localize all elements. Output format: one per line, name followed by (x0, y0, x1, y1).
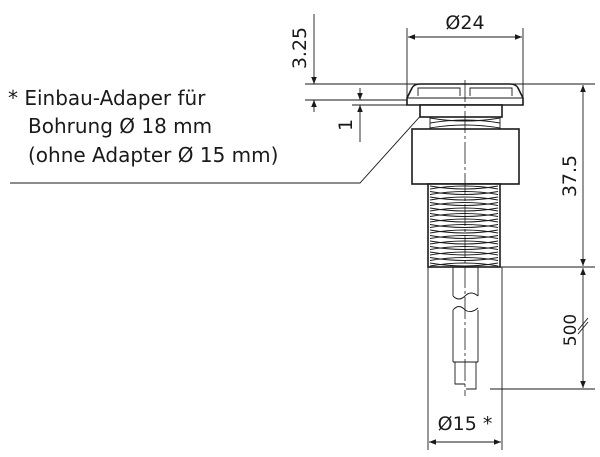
thread (427, 183, 501, 268)
dim-cap-height: 3.25 (289, 27, 311, 69)
dim-body-length: 37.5 (559, 155, 581, 197)
break-mark (577, 321, 589, 335)
dim-cable-length: 500 (561, 314, 581, 346)
thread-lines (429, 185, 499, 267)
cable (452, 267, 479, 390)
dim-cap-diameter: Ø24 (445, 12, 484, 34)
adapter-ring (419, 104, 503, 118)
note-line-2: Bohrung Ø 18 mm (28, 114, 213, 138)
break-mark (577, 317, 589, 331)
dim-thread-diameter: Ø15 * (438, 413, 493, 435)
note-line-3: (ohne Adapter Ø 15 mm) (28, 143, 279, 167)
nut (411, 128, 520, 185)
dim-gap: 1 (335, 119, 357, 131)
leader-line (10, 111, 425, 184)
note-line-1: * Einbau-Adaper für (8, 86, 206, 110)
